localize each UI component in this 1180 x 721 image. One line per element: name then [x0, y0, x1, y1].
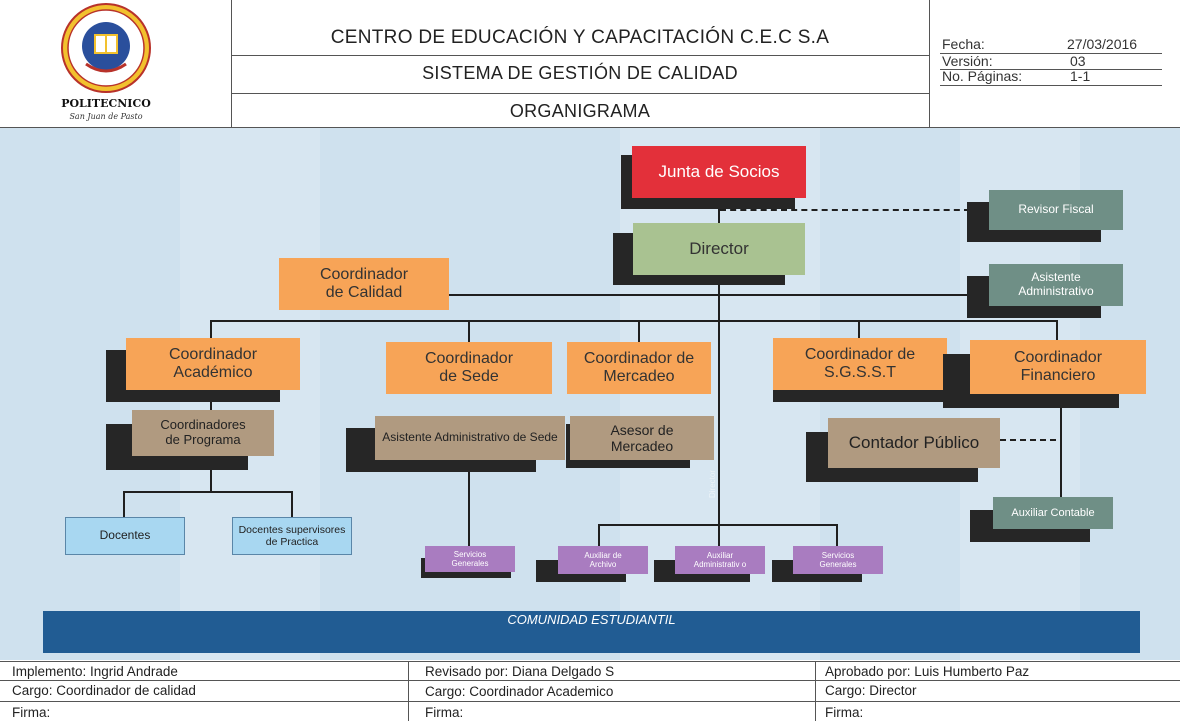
node-coordinador-financiero: Coordinador Financiero — [970, 340, 1146, 394]
node-auxiliar-contable: Auxiliar Contable — [993, 497, 1113, 529]
node-revisor-fiscal: Revisor Fiscal — [989, 190, 1123, 230]
node-director: Director — [633, 223, 805, 275]
logo-seal-icon — [61, 3, 151, 93]
node-auxiliar-archivo: Auxiliar de Archivo — [558, 546, 648, 574]
node-asistente-administrativo: Asistente Administrativo — [989, 264, 1123, 306]
meta-fecha-label: Fecha: — [942, 36, 985, 52]
document-title: ORGANIGRAMA — [509, 101, 651, 121]
meta-version-value: 03 — [1070, 53, 1086, 69]
node-junta-de-socios: Junta de Socios — [632, 146, 806, 198]
institution-title: CENTRO DE EDUCACIÓN Y CAPACITACIÓN C.E.C… — [330, 27, 830, 48]
system-title: SISTEMA DE GESTIÓN DE CALIDAD — [422, 63, 738, 83]
node-coordinador-sede: Coordinador de Sede — [386, 342, 552, 394]
footer-aprobado-cargo: Cargo: Director — [825, 683, 917, 698]
footer-revisado: Revisado por: Diana Delgado S — [425, 664, 615, 679]
node-coordinador-calidad: Coordinador de Calidad — [279, 258, 449, 310]
meta-paginas-value: 1-1 — [1070, 68, 1091, 84]
node-coordinador-sgsst: Coordinador de S.G.S.S.T — [773, 338, 947, 390]
node-asistente-administrativo-sede: Asistente Administrativo de Sede — [375, 416, 565, 460]
node-coordinadores-programa: Coordinadores de Programa — [132, 410, 274, 456]
meta-fecha-value: 27/03/2016 — [1067, 36, 1138, 52]
logo-subtitle: San Juan de Pasto — [69, 112, 143, 121]
meta-paginas-label: No. Páginas: — [942, 68, 1023, 84]
footer-implemento-cargo: Cargo: Coordinador de calidad — [12, 683, 196, 698]
watermark-director: Director — [708, 470, 717, 499]
footer-aprobado-firma: Firma: — [825, 705, 864, 720]
node-docentes-supervisores: Docentes supervisores de Practica — [232, 517, 352, 555]
node-servicios-generales-2: Servicios Generales — [793, 546, 883, 574]
node-coordinador-mercadeo: Coordinador de Mercadeo — [567, 342, 711, 394]
comunidad-label: COMUNIDAD ESTUDIANTIL — [507, 612, 676, 627]
footer-revisado-firma: Firma: — [425, 705, 464, 720]
node-asesor-mercadeo: Asesor de Mercadeo — [570, 416, 714, 460]
node-servicios-generales-1: Servicios Generales — [425, 546, 515, 572]
node-coordinador-academico: Coordinador Académico — [126, 338, 300, 390]
footer-revisado-cargo: Cargo: Coordinador Academico — [425, 684, 614, 699]
logo-name: POLITECNICO — [61, 97, 151, 110]
logo — [60, 2, 152, 94]
node-auxiliar-administrativo: Auxiliar Administrativ o — [675, 546, 765, 574]
node-docentes: Docentes — [65, 517, 185, 555]
node-comunidad-estudiantil: COMUNIDAD ESTUDIANTIL — [43, 611, 1140, 653]
footer-implemento: Implemento: Ingrid Andrade — [12, 664, 178, 679]
footer-aprobado: Aprobado por: Luis Humberto Paz — [825, 664, 1030, 679]
node-contador-publico: Contador Público — [828, 418, 1000, 468]
meta-version-label: Versión: — [942, 53, 993, 69]
footer-implemento-firma: Firma: — [12, 705, 51, 720]
